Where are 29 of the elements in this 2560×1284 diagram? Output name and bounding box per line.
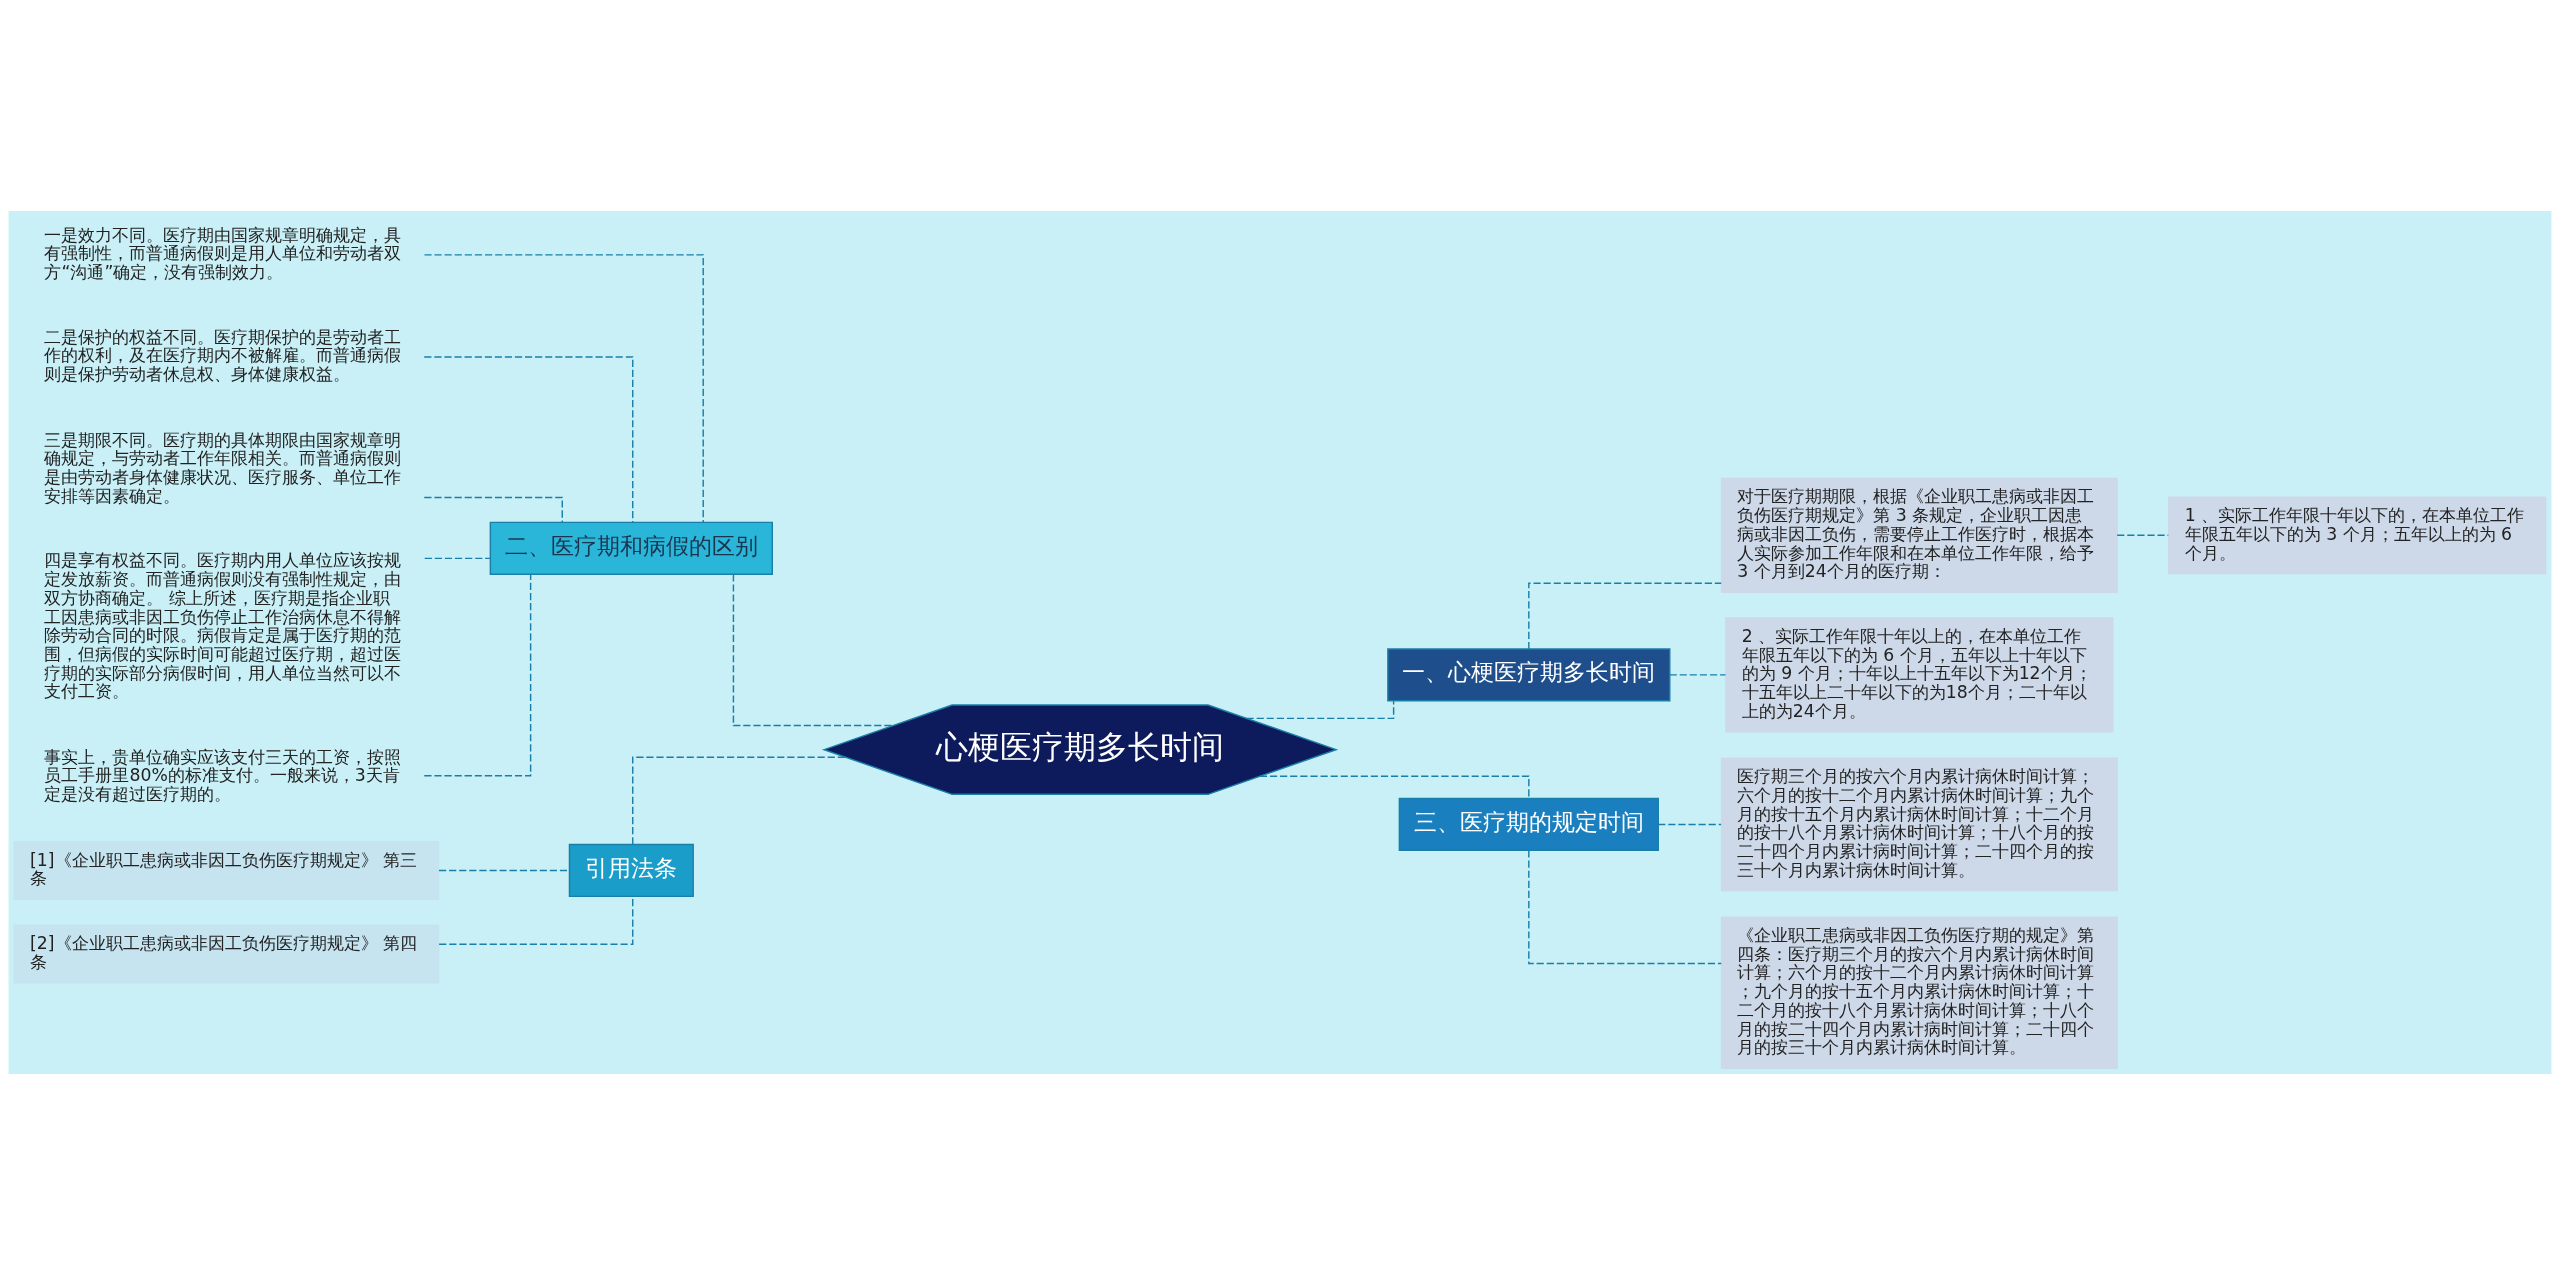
node-text: 四是享有权益不同。医疗期内用人单位应该按规定发放薪资。而普通病假则没有强制性规定，由双方协商确定。 综上所述，医疗期是指企业职工因患病或非因工负伤停止工作治病休息不得解除劳动合同的时限。病假肯定是属于医疗期的范围，但病假的实际时间可能超过医疗期，超过医疗期的实际部分病假时间，用人单位当然可以不支付工资。: [44, 549, 402, 701]
node-text: 二是保护的权益不同。医疗期保护的是劳动者工作的权利，及在医疗期内不被解雇。而普通病假则是保护劳动者休息权、身体健康权益。: [44, 326, 402, 384]
connector: [1528, 581, 1722, 650]
node-text: 一是效力不同。医疗期由国家规章明确规定，具有强制性，而普通病假则是用人单位和劳动者双方“沟通”确定，没有强制效力。: [44, 224, 402, 282]
node-box: 三、医疗期的规定时间: [1398, 797, 1659, 851]
connector: [424, 557, 491, 559]
node-box: 医疗期三个月的按六个月内累计病休时间计算；六个月的按十二个月内累计病休时间计算；九个月的按十五个月内累计病休时间计算；十二个月的按十八个月累计病休时间计算；十八个月的按二十四个月内累计病时间计算；二十四个月的按三十个月内累计病休时间计算。: [1720, 757, 2118, 891]
connector: [438, 869, 570, 871]
connector: [423, 355, 634, 523]
connector: [1245, 699, 1395, 719]
connector: [632, 756, 847, 845]
node-box: 《企业职工患病或非因工负伤医疗期的规定》第四条：医疗期三个月的按六个月内累计病休时间计算；六个月的按十二个月内累计病休时间计算；九个月的按十五个月内累计病休时间计算；十二个月的按十八个月累计病休时间计算；十八个月的按二十四个月内累计病时间计算；二十四个月的按三十个月内累计病休时间计算。: [1720, 916, 2118, 1069]
node-box: [1]《企业职工患病或非因工负伤医疗期规定》 第三条: [13, 840, 440, 900]
connector: [1657, 823, 1722, 825]
connector: [732, 573, 894, 726]
connector: [1669, 673, 1727, 676]
node-box: 二、医疗期和病假的区别: [489, 521, 773, 575]
node-box: 2 、实际工作年限十年以上的，在本单位工作年限五年以下的为 6 个月，五年以上十年以下的为 9 个月；十年以上十五年以下为12个月；十五年以上二十年以下的为18个月；二十年以上的为24个月。: [1725, 616, 2114, 732]
node-text: 事实上，贵单位确实应该支付三天的工资，按照员工手册里80%的标准支付。一般来说，3天肯定是没有超过医疗期的。: [44, 746, 402, 804]
node-box: [2]《企业职工患病或非因工负伤医疗期规定》 第四条: [13, 923, 440, 983]
connector: [1528, 849, 1722, 964]
node-text: 三是期限不同。医疗期的具体期限由国家规章明确规定，与劳动者工作年限相关。而普通病假则是由劳动者身体健康状况、医疗服务、单位工作安排等因素确定。: [44, 429, 402, 506]
connector: [423, 253, 704, 523]
node-box: 对于医疗期期限，根据《企业职工患病或非因工负伤医疗期规定》第 3 条规定，企业职工因患病或非因工负伤，需要停止工作医疗时，根据本人实际参加工作年限和在本单位工作年限，给予 3 个月到24个月的医疗期：: [1720, 477, 2118, 593]
connector: [1259, 775, 1530, 799]
node-box: 1 、实际工作年限十年以下的，在本单位工作年限五年以下的为 3 个月；五年以上的为 6 个月。: [2168, 496, 2547, 574]
node-box: 一、心梗医疗期多长时间: [1387, 647, 1671, 701]
node-box: 引用法条: [568, 843, 694, 897]
connector: [423, 573, 532, 776]
